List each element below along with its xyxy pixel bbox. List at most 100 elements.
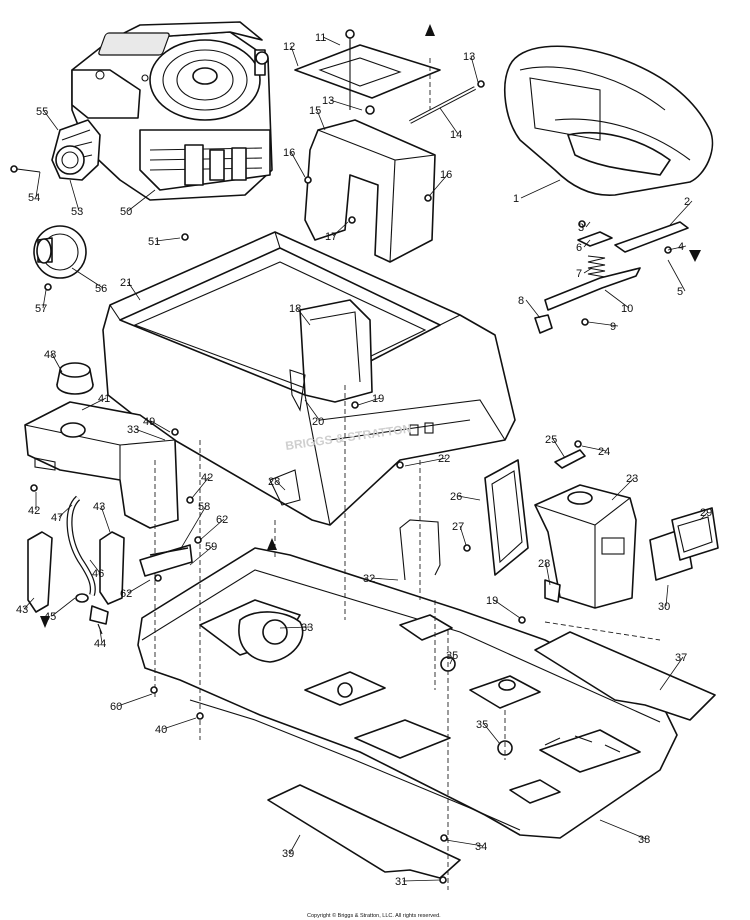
callout-21: 21 xyxy=(120,277,132,289)
callout-19: 19 xyxy=(486,595,498,607)
callout-leader-34 xyxy=(445,839,484,847)
fender-brace xyxy=(534,267,641,334)
hardware xyxy=(30,105,526,884)
callout-5: 5 xyxy=(677,286,683,298)
callout-39: 39 xyxy=(282,848,294,860)
callout-leader-38 xyxy=(599,819,647,840)
callout-leader-3 xyxy=(585,221,591,228)
callout-48: 48 xyxy=(44,349,56,361)
callout-leader-51 xyxy=(155,237,181,242)
callout-leader-16 xyxy=(290,151,306,178)
callout-50: 50 xyxy=(120,206,132,218)
callout-leader-15 xyxy=(316,109,326,131)
callout-43: 43 xyxy=(16,604,28,616)
callout-leader-8 xyxy=(525,299,541,319)
callout-leader-26 xyxy=(457,495,481,501)
callout-leader-62 xyxy=(127,579,151,594)
callout-leader-20 xyxy=(304,399,321,422)
callout-25: 25 xyxy=(545,434,557,446)
callout-22: 22 xyxy=(438,453,450,465)
callout-leader-55 xyxy=(43,110,59,131)
callout-3: 3 xyxy=(578,222,584,234)
callout-leader-29 xyxy=(699,511,709,521)
callout-62: 62 xyxy=(120,588,132,600)
callout-leader-46 xyxy=(89,559,101,574)
battery-rod xyxy=(399,519,441,581)
callout-58: 58 xyxy=(198,501,210,513)
callout-11: 11 xyxy=(315,32,326,44)
callout-43: 43 xyxy=(93,501,105,513)
callout-leader-35 xyxy=(449,654,455,665)
callout-42: 42 xyxy=(201,472,213,484)
callout-37: 37 xyxy=(675,652,687,664)
callout-leader-16 xyxy=(429,173,449,196)
callout-leader-22 xyxy=(404,457,447,467)
engine-plate xyxy=(294,29,441,110)
callout-leader-49 xyxy=(150,420,171,433)
callout-leader-19 xyxy=(493,599,521,619)
callout-46: 46 xyxy=(92,568,104,580)
callout-24: 24 xyxy=(598,446,610,458)
callout-leader-50 xyxy=(127,189,156,212)
callout-leader-40 xyxy=(162,717,197,730)
callout-leader-62 xyxy=(199,518,225,541)
callout-leader-5 xyxy=(667,259,686,292)
heat-shield xyxy=(484,459,529,576)
callout-34: 34 xyxy=(475,841,487,853)
callout-16: 16 xyxy=(283,147,295,159)
fuel-cap xyxy=(56,362,94,395)
callout-35: 35 xyxy=(476,719,488,731)
callout-47: 47 xyxy=(51,512,63,524)
callout-40: 40 xyxy=(155,724,167,736)
callout-55: 55 xyxy=(36,106,48,118)
callout-23: 23 xyxy=(626,473,638,485)
callout-2: 2 xyxy=(684,196,690,208)
callout-57: 57 xyxy=(35,303,47,315)
callout-leader-56 xyxy=(71,267,104,289)
callout-42: 42 xyxy=(28,505,40,517)
callout-leader-31 xyxy=(402,879,441,882)
callout-leader-33 xyxy=(279,626,310,629)
callout-leader-32 xyxy=(370,577,399,581)
callout-33: 33 xyxy=(301,622,313,634)
callout-62: 62 xyxy=(216,514,228,526)
copyright-text: Copyright © Briggs & Stratton, LLC. All … xyxy=(307,912,441,919)
fuel-filter xyxy=(89,605,109,635)
callout-12: 12 xyxy=(283,41,295,53)
callout-leader-58 xyxy=(179,505,207,551)
callout-leader-28 xyxy=(545,562,551,586)
callout-leader-30 xyxy=(665,584,669,607)
callout-51: 51 xyxy=(148,236,160,248)
callout-13: 13 xyxy=(463,51,475,63)
callout-16: 16 xyxy=(440,169,452,181)
callout-29: 29 xyxy=(700,507,712,519)
callout-leader-53 xyxy=(69,179,80,212)
callout-leader-7 xyxy=(583,267,593,274)
callout-leader-42 xyxy=(191,476,210,499)
callout-33: 33 xyxy=(127,424,139,436)
seat-adjust-plate xyxy=(577,220,613,247)
callout-10: 10 xyxy=(621,303,633,315)
engine xyxy=(71,21,273,201)
callout-leader-12 xyxy=(290,45,299,67)
callout-leader-41 xyxy=(81,397,107,411)
callout-56: 56 xyxy=(95,283,107,295)
fuel-tank xyxy=(24,401,179,529)
callout-1: 1 xyxy=(513,193,519,205)
callout-7: 7 xyxy=(576,268,582,280)
callout-leader-43 xyxy=(100,505,111,533)
callout-30: 30 xyxy=(658,601,670,613)
callout-leader-25 xyxy=(552,438,566,459)
callout-49: 49 xyxy=(143,416,155,428)
callout-17: 17 xyxy=(325,231,337,243)
callout-31: 31 xyxy=(395,876,407,888)
callout-15: 15 xyxy=(309,105,321,117)
callout-leader-1 xyxy=(520,179,561,199)
callout-6: 6 xyxy=(576,242,582,254)
callout-60: 60 xyxy=(110,701,122,713)
callout-leader-2 xyxy=(669,200,693,226)
callout-13: 13 xyxy=(322,95,334,107)
callout-leader-13 xyxy=(329,99,363,111)
callout-leader-27 xyxy=(459,525,467,546)
